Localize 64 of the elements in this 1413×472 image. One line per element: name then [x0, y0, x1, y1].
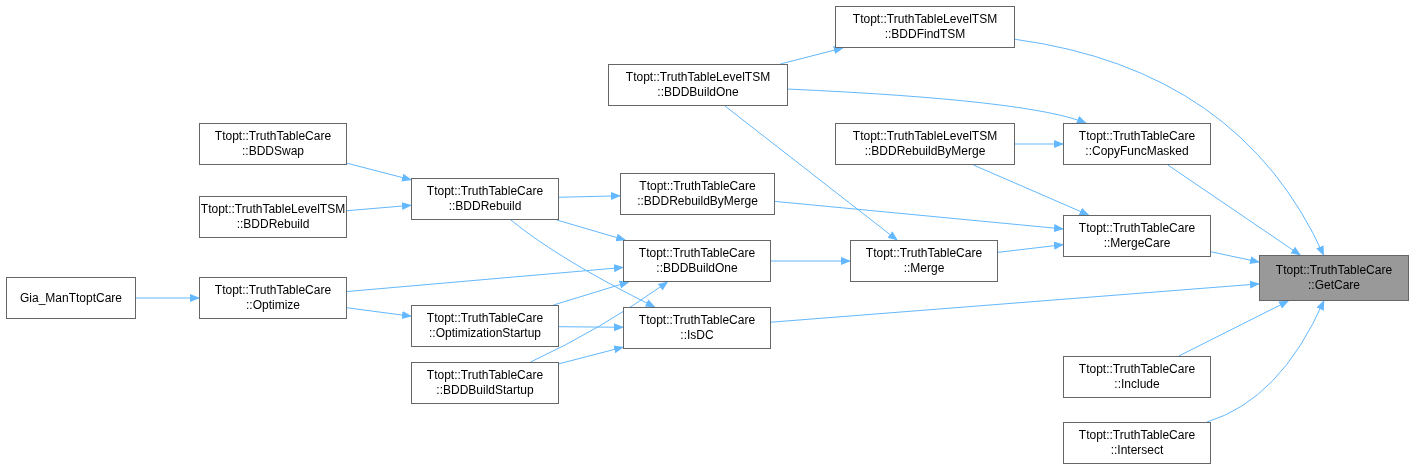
function-box: [620, 173, 775, 215]
arrow: [972, 164, 1090, 216]
function-box: [199, 277, 347, 319]
function-name: Ttopt::TruthTableCare ::BDDBuildStartup: [425, 368, 545, 398]
arrow: [558, 323, 624, 332]
arrow: [346, 202, 412, 212]
function-box: [411, 178, 559, 220]
function-box: [623, 240, 771, 282]
function-box: [1259, 255, 1409, 301]
function-box: [623, 307, 771, 349]
function-name: Ttopt::TruthTableCare ::Optimize: [213, 283, 333, 313]
arrow: [135, 294, 200, 302]
function-box: [835, 123, 1015, 165]
function-name: Ttopt::TruthTableLevelTSM ::BDDRebuild: [200, 202, 346, 232]
function-box: [411, 305, 559, 347]
arrow: [1014, 140, 1064, 148]
function-box: [835, 6, 1015, 48]
arrow: [558, 345, 624, 365]
arrow: [556, 219, 627, 242]
arrow: [779, 46, 844, 65]
arrow: [770, 280, 1260, 323]
arrow: [1167, 164, 1301, 256]
function-name: Ttopt::TruthTableCare ::Include: [1077, 362, 1197, 392]
function-name: Ttopt::TruthTableCare ::IsDC: [637, 313, 757, 343]
function-box: [199, 123, 347, 165]
arrow: [774, 200, 1064, 233]
arrow: [553, 280, 630, 306]
function-name: Ttopt::TruthTableLevelTSM ::BDDRebuildByMerge: [851, 129, 999, 159]
arrow: [346, 264, 624, 293]
arrow: [787, 88, 1087, 124]
arrow: [724, 105, 898, 241]
function-box: [1063, 215, 1211, 257]
arrow: [346, 307, 412, 319]
function-box: [6, 277, 136, 319]
function-name: Ttopt::TruthTableCare ::BDDRebuild: [425, 184, 545, 214]
arrow: [558, 192, 621, 201]
function-name: Ttopt::TruthTableCare ::BDDSwap: [213, 129, 333, 159]
function-name: Ttopt::TruthTableCare ::Intersect: [1077, 428, 1197, 458]
function-box: [608, 64, 788, 106]
arrow: [530, 281, 669, 363]
function-box: [1063, 422, 1211, 464]
function-box: [850, 240, 998, 282]
function-box: [199, 196, 347, 238]
function-name: Ttopt::TruthTableCare ::Merge: [864, 246, 984, 276]
arrow: [1210, 251, 1260, 265]
arrow: [997, 241, 1064, 253]
function-name: Gia_ManTtoptCare: [19, 290, 122, 306]
function-box: [411, 362, 559, 404]
function-box: [1063, 356, 1211, 398]
arrow: [1178, 300, 1290, 357]
arrow: [346, 162, 412, 182]
function-name: Ttopt::TruthTableCare ::BDDRebuildByMerge: [636, 179, 759, 209]
arrow: [1206, 300, 1325, 423]
arrow: [1014, 38, 1325, 256]
arrow: [510, 219, 656, 308]
function-name: Ttopt::TruthTableCare ::BDDBuildOne: [637, 246, 757, 276]
function-name: Ttopt::TruthTableLevelTSM ::BDDFindTSM: [851, 12, 999, 42]
arrow: [770, 257, 851, 265]
function-box: [1063, 123, 1211, 165]
function-name: Ttopt::TruthTableCare ::MergeCare: [1077, 221, 1197, 251]
function-name: Ttopt::TruthTableLevelTSM ::BDDBuildOne: [624, 70, 772, 100]
function-name: Ttopt::TruthTableCare ::OptimizationStartup: [425, 311, 545, 341]
function-name: Ttopt::TruthTableCare ::CopyFuncMasked: [1077, 129, 1197, 159]
function-name: Ttopt::TruthTableCare ::GetCare: [1274, 263, 1394, 293]
